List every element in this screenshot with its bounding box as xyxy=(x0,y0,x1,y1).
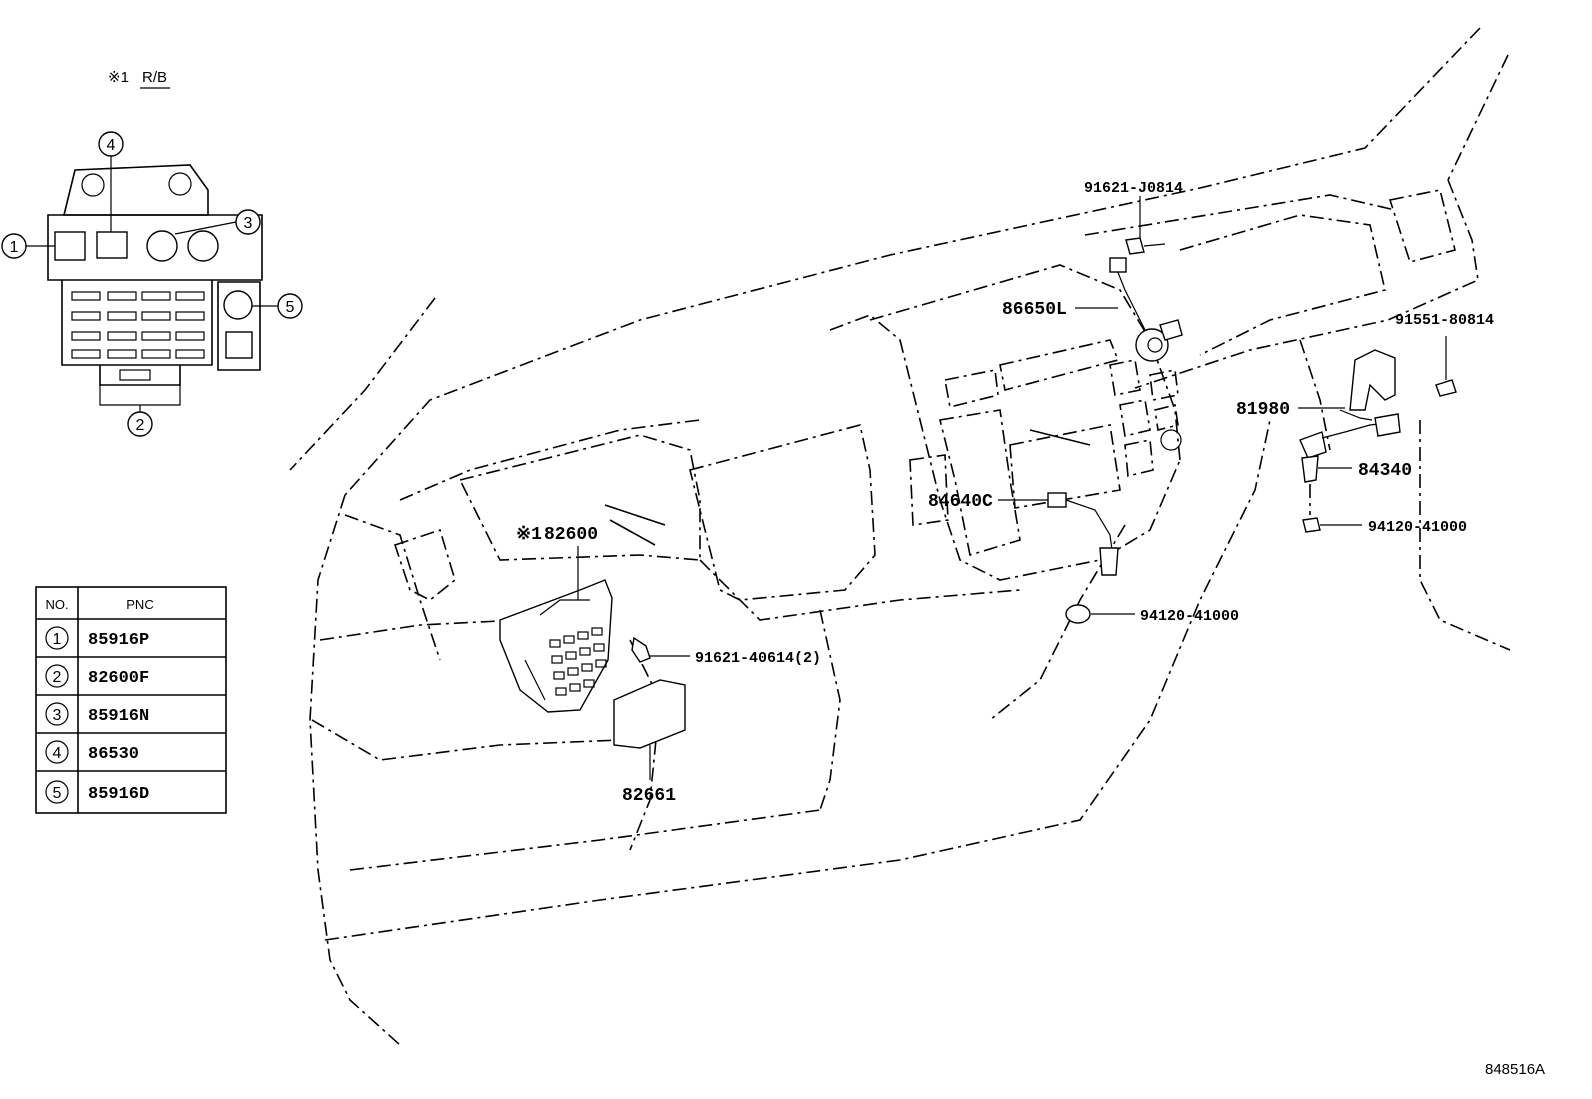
table-row: 4 86530 xyxy=(45,740,139,764)
label-82600: 82600 xyxy=(544,525,598,545)
callout-2-text: 2 xyxy=(136,417,145,434)
svg-text:86530: 86530 xyxy=(88,745,139,764)
label-86650L: 86650L xyxy=(1002,300,1067,320)
screw-91551-80814: 91551-80814 xyxy=(1395,312,1494,397)
callout-2 xyxy=(127,411,153,437)
label-91621-J0814: 91621-J0814 xyxy=(1084,180,1183,197)
table-row: 3 85916N xyxy=(45,702,149,726)
svg-text:2: 2 xyxy=(53,669,62,686)
callout-3 xyxy=(235,209,261,235)
label-81980: 81980 xyxy=(1236,400,1290,420)
part-84640C: 84640C xyxy=(928,492,1119,576)
label-82661: 82661 xyxy=(622,786,676,806)
switch-84340: 84340 xyxy=(1299,413,1412,515)
label-94120-41000-lower: 94120-41000 xyxy=(1140,608,1239,625)
callout-4-text: 4 xyxy=(107,137,116,154)
table-row: 5 85916D xyxy=(45,780,149,804)
svg-text:3: 3 xyxy=(53,707,62,724)
callout-3-text: 3 xyxy=(244,215,253,232)
inset-title-mark: ※1 xyxy=(108,69,129,86)
label-82600-mark: ※1 xyxy=(516,525,542,545)
svg-text:1: 1 xyxy=(53,631,62,648)
bolt-91621-40614: 91621-40614(2) xyxy=(631,636,821,667)
label-84340: 84340 xyxy=(1358,461,1412,481)
svg-text:85916D: 85916D xyxy=(88,785,149,804)
label-91551-80814: 91551-80814 xyxy=(1395,312,1494,329)
nut-94120-41000-lower: 94120-41000 xyxy=(1065,604,1239,625)
callout-1 xyxy=(1,233,27,259)
relay-block-inset: ※1 R/B xyxy=(1,69,303,437)
fuse-rows xyxy=(549,627,607,696)
callout-1-text: 1 xyxy=(10,239,19,256)
svg-text:85916N: 85916N xyxy=(88,707,149,726)
label-91621-40614: 91621-40614(2) xyxy=(695,650,821,667)
label-94120-41000-upper: 94120-41000 xyxy=(1368,519,1467,536)
table-header-pnc: PNC xyxy=(126,597,153,612)
svg-text:4: 4 xyxy=(53,745,62,762)
fuse-grid xyxy=(71,291,205,359)
pnc-table: NO. PNC 1 85916P 2 82600F 3 85916N 4 865… xyxy=(35,586,227,814)
figure-id: 848516A xyxy=(1485,1061,1545,1078)
svg-text:5: 5 xyxy=(53,785,62,802)
table-row: 2 82600F xyxy=(45,664,149,688)
part-86650L: 86650L xyxy=(1002,257,1183,362)
screw-91621-J0814: 91621-J0814 xyxy=(1084,180,1183,255)
dashboard-outline xyxy=(289,27,1511,1046)
cover-82661: 82661 xyxy=(613,679,686,806)
inset-title: R/B xyxy=(142,69,167,86)
table-row: 1 85916P xyxy=(45,626,149,650)
callout-5-text: 5 xyxy=(286,299,295,316)
svg-text:85916P: 85916P xyxy=(88,631,149,650)
label-84640C: 84640C xyxy=(928,492,993,512)
table-header-no: NO. xyxy=(45,597,68,612)
relay-block-82600: ※1 82600 xyxy=(499,525,613,713)
nut-94120-41000-upper: 94120-41000 xyxy=(1302,517,1467,536)
callout-5 xyxy=(277,293,303,319)
callout-4 xyxy=(98,131,124,157)
svg-text:82600F: 82600F xyxy=(88,669,149,688)
part-81980: 81980 xyxy=(1236,349,1396,421)
